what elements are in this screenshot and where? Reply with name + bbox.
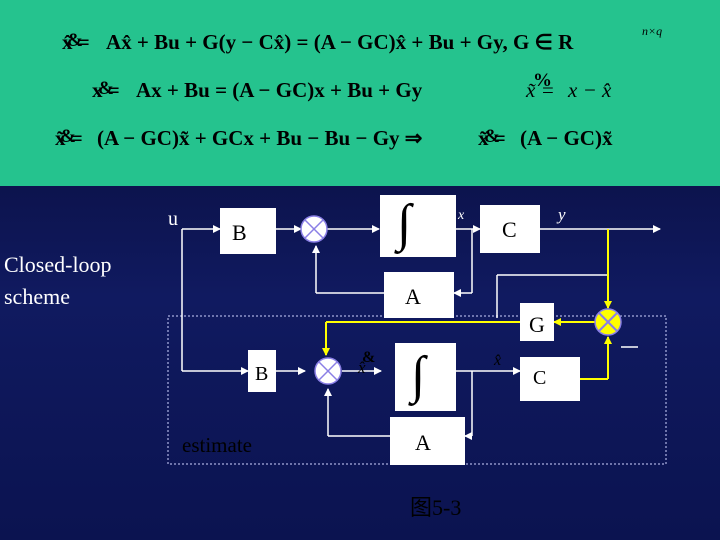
equation-lhs: x̃ = [55,126,83,150]
tilde-glyph: % [533,70,552,91]
diagram-title-line1: Closed-loop [4,252,112,277]
dot-glyph: & [67,30,83,51]
error-rhs: x − x̂ [568,78,612,102]
block-C-top [480,205,540,253]
input-label-u: u [168,208,178,230]
block-integrator-bottom [395,343,456,411]
output-label-y: y [558,205,566,224]
block-A-bottom [390,417,465,465]
block-A-top [384,272,454,318]
block-B-top [220,208,276,254]
block-C-bottom [520,357,580,401]
block-G [520,303,554,341]
error-lhs: x̃ = [526,78,555,102]
equation-rhs: (A − GC)x̃ + GCx + Bu − Bu − Gy ⇒ [97,126,423,150]
state-label-x: x [458,208,465,223]
estimate-label: estimate [182,433,252,457]
integrator-bottom-symbol: ∫ [411,347,426,404]
dot-glyph: & [98,78,114,99]
equation-rhs-2: (A − GC)x̃ [520,126,613,150]
sum-junction-output-error [594,308,622,336]
dot-glyph: & [60,126,76,147]
block-A-top-label: A [405,284,421,309]
equation-rhs: Ax̂ + Bu + G(y − Cx̂) = (A − GC)x̂ + Bu … [106,30,574,54]
integrator-top-symbol: ∫ [397,195,412,252]
dot-glyph: & [484,126,500,147]
equation-lhs: x = [92,78,120,102]
feedback-lines [322,229,612,380]
sum-junction-plant [300,215,328,243]
xhat-label: x̂ [494,352,502,369]
block-B-top-label: B [232,220,247,245]
diagram-title-line2: scheme [4,284,70,309]
block-G-label: G [529,312,545,337]
block-B-bottom-label: B [255,363,269,385]
equation-lhs: x̂ = [62,30,90,54]
xhat-dot-glyph: & [362,349,376,366]
equation-panel: & x̂ = Ax̂ + Bu + G(y − Cx̂) = (A − GC)x… [0,0,720,186]
block-B-bottom [248,350,276,392]
figure-caption: 图5-3 [410,495,462,520]
sum-junction-observer [314,357,342,385]
block-integrator-top [380,195,456,257]
equation-lhs-2: x̃ = [478,126,506,150]
block-C-top-label: C [502,217,517,242]
plant-signal-lines [181,225,661,440]
block-A-bottom-label: A [415,430,431,455]
equation-superscript: n×q [642,24,663,38]
xhat-dot-label: x̂ [358,358,366,377]
block-C-bottom-label: C [533,367,547,389]
equation-rhs: Ax + Bu = (A − GC)x + Bu + Gy [136,78,423,102]
